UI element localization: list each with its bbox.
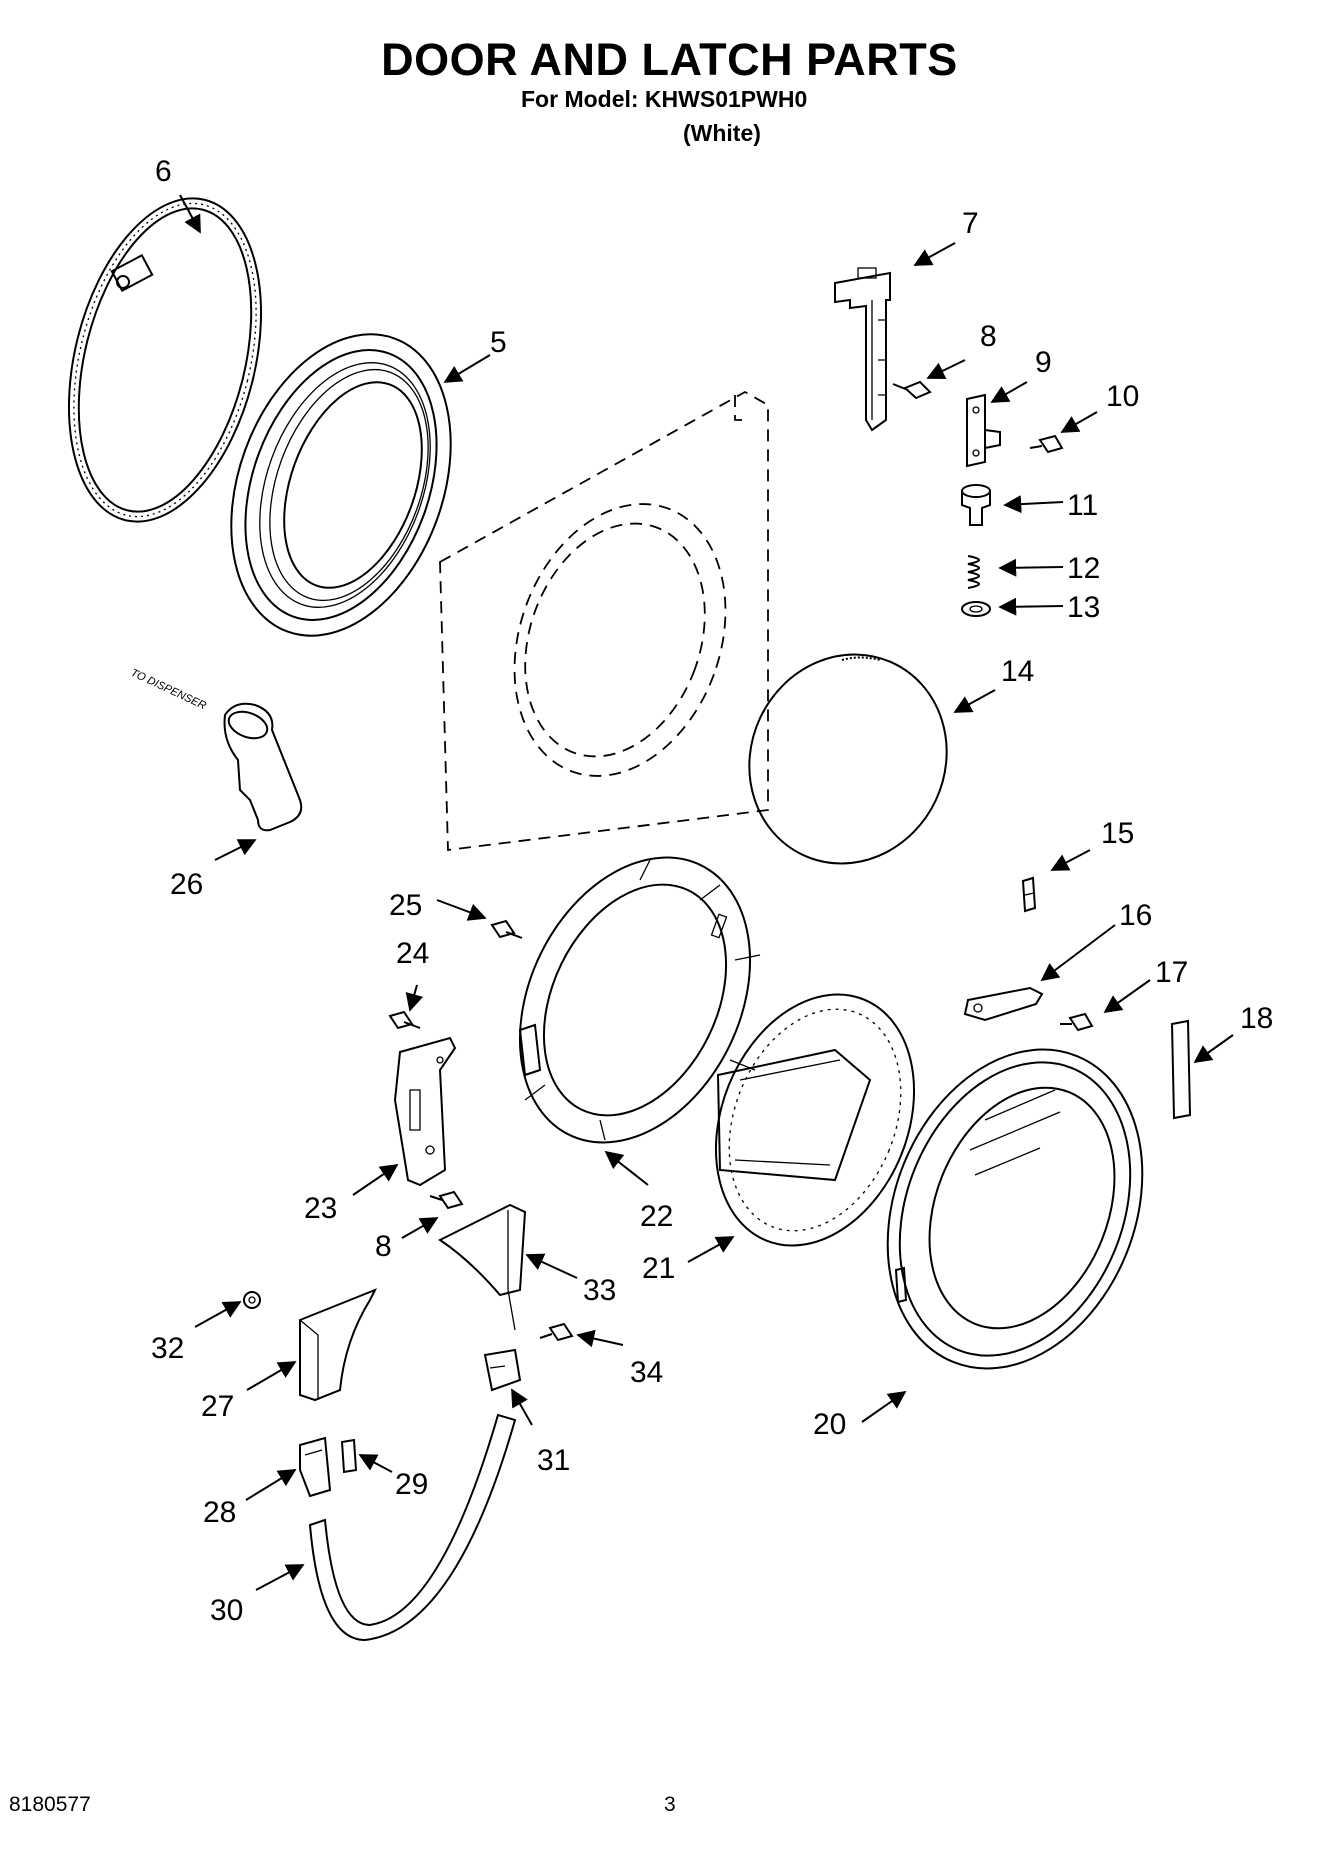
- callout-7: 7: [962, 207, 979, 240]
- callout-21: 21: [642, 1252, 675, 1285]
- callout-31: 31: [537, 1444, 570, 1477]
- part-34-screw: [539, 1322, 574, 1342]
- callout-22: 22: [640, 1200, 673, 1233]
- callout-9: 9: [1035, 346, 1052, 379]
- part-26-dispenser-handle: [223, 702, 303, 832]
- callout-25: 25: [389, 889, 422, 922]
- callout-8-lower: 8: [375, 1230, 392, 1263]
- part-29-pad: [340, 1438, 358, 1474]
- callout-23: 23: [304, 1192, 337, 1225]
- callout-12: 12: [1067, 552, 1100, 585]
- callout-26: 26: [170, 868, 203, 901]
- callout-24: 24: [396, 937, 429, 970]
- callout-11: 11: [1067, 489, 1098, 522]
- dispenser-note: TO DISPENSER: [129, 667, 208, 712]
- document-number: 8180577: [9, 1793, 91, 1816]
- callout-6: 6: [155, 155, 172, 188]
- part-14-gasket: [748, 653, 948, 865]
- variant-label: (White): [683, 120, 761, 146]
- front-panel-outline: [439, 390, 769, 852]
- part-27-handle-cover: [299, 1288, 378, 1402]
- leader-arrows: [179, 194, 1234, 1591]
- callout-13: 13: [1067, 591, 1100, 624]
- callout-33: 33: [583, 1274, 616, 1307]
- part-25-screw: [490, 919, 523, 939]
- part-8-screw-upper: [892, 380, 932, 400]
- callout-10: 10: [1106, 380, 1139, 413]
- part-22-door-frame: [518, 856, 761, 1144]
- callout-18: 18: [1240, 1002, 1273, 1035]
- callout-5: 5: [490, 326, 507, 359]
- callout-16: 16: [1119, 899, 1152, 932]
- part-11-plunger: [961, 484, 991, 526]
- callout-28: 28: [203, 1496, 236, 1529]
- part-5-door-boot: [230, 333, 452, 637]
- part-24-screw: [388, 1010, 421, 1030]
- part-32-plug: [243, 1291, 261, 1309]
- part-16-hinge-bracket: [963, 986, 1044, 1022]
- callout-8-upper: 8: [980, 320, 997, 353]
- part-23-hinge: [393, 1036, 457, 1187]
- page-title: DOOR AND LATCH PARTS: [381, 34, 958, 85]
- callout-29: 29: [395, 1468, 428, 1501]
- page-number: 3: [664, 1793, 676, 1816]
- model-line: For Model: KHWS01PWH0: [521, 86, 808, 112]
- part-33-handle-housing: [438, 1203, 527, 1331]
- callout-17: 17: [1155, 956, 1188, 989]
- part-31-latch-block: [483, 1348, 522, 1392]
- callout-30: 30: [210, 1594, 243, 1627]
- part-10-screw: [1029, 434, 1064, 454]
- part-18-trim-strip: [1170, 1019, 1192, 1120]
- callout-20: 20: [813, 1408, 846, 1441]
- part-9-strike-plate: [966, 393, 1001, 468]
- callout-14: 14: [1001, 655, 1034, 688]
- part-13-washer: [961, 601, 991, 617]
- part-28-clip: [299, 1436, 332, 1498]
- part-21-inner-glass: [714, 993, 916, 1247]
- part-15-clip: [1021, 876, 1037, 913]
- part-7-latch-bracket: [834, 267, 891, 432]
- part-8-screw-lower: [429, 1190, 464, 1210]
- part-17-screw: [1060, 1012, 1094, 1032]
- part-6-clamp-ring: [67, 197, 263, 523]
- callout-32: 32: [151, 1332, 184, 1365]
- callout-34: 34: [630, 1356, 663, 1389]
- part-20-door-assembly: [886, 1048, 1144, 1370]
- callout-27: 27: [201, 1390, 234, 1423]
- part-30-trim-arc: [308, 1413, 517, 1642]
- part-12-spring: [967, 555, 980, 589]
- callout-15: 15: [1101, 817, 1134, 850]
